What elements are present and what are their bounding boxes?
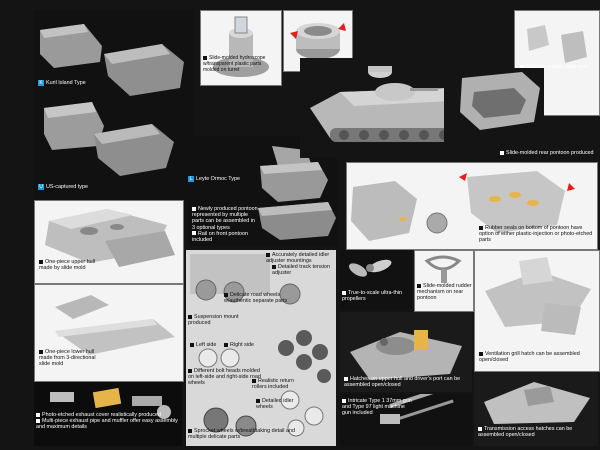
new-pontoon-caption: Newly produced pontoon represented by mu…	[192, 206, 258, 244]
pontoon-variants-illustration	[40, 24, 184, 176]
suspension-caption: Suspension mount produced	[188, 314, 239, 327]
us-captured-caption: US-captured type	[46, 184, 88, 190]
leyte-caption: Leyte Ormoc Type	[196, 176, 240, 182]
road-wheels-caption: Delicate road wheels w/authentic separat…	[224, 292, 288, 305]
sprocket-caption: Sprocket wheels w/breathtaking detail an…	[188, 428, 295, 441]
rubber-seals-caption: Rubber seals on bottom of pontoon have o…	[479, 225, 593, 244]
leyte-marker: L	[188, 176, 194, 182]
engine-vent-illustration	[527, 25, 587, 63]
transmission-panel: Transmission access hatches can be assem…	[474, 372, 598, 446]
hatches-caption: Hatches on upper hull and driver's port …	[344, 376, 461, 389]
hatches-panel: Hatches on upper hull and driver's port …	[340, 312, 472, 392]
gun-caption: Intricate Type 1 37mm gun and Type 97 li…	[342, 398, 412, 417]
us-marker: U	[38, 184, 44, 190]
rubber-seals-illustration	[351, 171, 575, 241]
pontoon-variants-panel: K Kuril Island Type U US-captured type	[34, 10, 194, 200]
kuril-caption: Kuril Island Type	[46, 80, 86, 86]
exhaust-illustration	[50, 387, 171, 419]
tank-illustration	[310, 66, 486, 142]
hydroscope-illustration	[213, 16, 269, 77]
hydroscope-inset: Slide-molded hydroscope w/transparent pl…	[200, 10, 282, 86]
hatches-illustration	[350, 330, 462, 380]
hydroscope-caption: Slide-molded hydroscope w/transparent pl…	[203, 55, 266, 74]
ventilation-caption: Ventilation grill hatch can be assembled…	[479, 351, 580, 364]
rubber-seals-inset: Rubber seals on bottom of pontoon have o…	[346, 162, 598, 250]
ventilation-panel: Ventilation grill hatch can be assembled…	[474, 250, 600, 372]
gun-panel: Intricate Type 1 37mm gun and Type 97 li…	[340, 394, 472, 446]
transmission-illustration	[484, 382, 590, 424]
rudder-panel: Slide-molded rudder mechanism on rear po…	[414, 250, 474, 312]
upper-hull-illustration	[45, 209, 175, 267]
lower-hull-panel: One-piece lower hull made from 3-directi…	[34, 284, 184, 382]
transmission-caption: Transmission access hatches can be assem…	[478, 426, 573, 439]
turret-ring-illustration	[290, 23, 346, 67]
idler-caption: Accurately detailed idler adjuster mount…	[266, 252, 330, 265]
propellers-panel: True-to-scale ultra-thin propellers	[340, 250, 412, 310]
tank-turret	[375, 83, 415, 101]
upper-hull-caption: One-piece upper hull made by slide mold	[39, 259, 96, 272]
rear-pontoon-illustration	[460, 72, 540, 130]
propellers-caption: True-to-scale ultra-thin propellers	[342, 290, 403, 303]
bolt-heads-caption: Different bolt heads molded on left-side…	[188, 368, 261, 387]
track-tension-caption: Detailed track tension adjuster	[272, 264, 330, 277]
rudder-illustration	[424, 255, 462, 283]
upper-hull-panel: One-piece upper hull made by slide mold	[34, 200, 184, 284]
gun-illustration	[380, 394, 458, 424]
idler-wheels-caption: Detailed idler wheels	[256, 398, 294, 411]
rear-pontoon-caption: Slide-molded rear pontoon produced	[500, 150, 596, 156]
left-side-label: Left side	[190, 342, 224, 348]
return-rollers-caption: Realistic return rollers included	[252, 378, 294, 391]
right-side-label: Right side	[224, 342, 262, 348]
kuril-marker: K	[38, 80, 44, 86]
exhaust-caption: Photo-etched exhaust cover realistically…	[36, 412, 178, 431]
rear-pontoon-panel	[444, 68, 544, 144]
suspension-panel: Accurately detailed idler adjuster mount…	[186, 250, 336, 446]
leyte-pontoon-illustration	[258, 146, 336, 240]
ventilation-illustration	[485, 257, 591, 335]
lower-hull-illustration	[55, 295, 175, 355]
exhaust-panel: Photo-etched exhaust cover realistically…	[34, 382, 182, 446]
propeller-illustration	[348, 259, 392, 277]
lower-hull-caption: One-piece lower hull made from 3-directi…	[39, 349, 96, 368]
suspension-illustration	[190, 254, 331, 437]
rudder-caption: Slide-molded rudder mechanism on rear po…	[417, 283, 472, 302]
